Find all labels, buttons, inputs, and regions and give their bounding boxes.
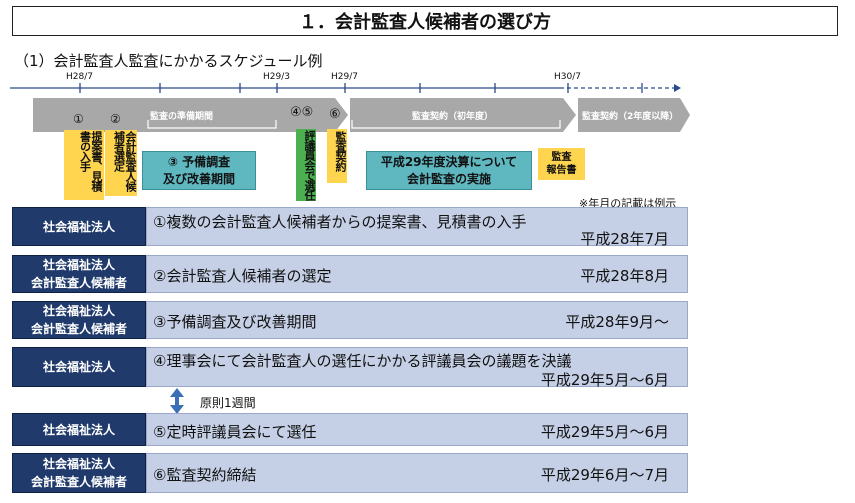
step-row-3-text: ③予備調査及び改善期間 [153, 313, 317, 331]
step-6-label: 監査契約 [334, 131, 347, 171]
date-label-h28-7: H28/7 [66, 72, 93, 82]
step-6-number: ⑥ [329, 107, 341, 122]
audit-execution-box: 平成29年度決算について 会計監査の実施 [366, 151, 532, 190]
step-row-6-date: 平成29年6月～7月 [540, 466, 669, 484]
step-row-6-text: ⑥監査契約締結 [153, 466, 257, 484]
prep-period-box: ③ 予備調査 及び改善期間 [142, 151, 256, 190]
step-1-label: 提案書、見積書の入手 [78, 131, 103, 191]
phase-label-prep: 監査の準備期間 [150, 112, 214, 122]
step-row-5-date: 平成29年5月～6月 [540, 423, 669, 441]
double-arrow-icon [170, 388, 184, 414]
step-45-label: 評議員会で選任 [303, 130, 316, 200]
timeline-arrowhead [674, 84, 681, 92]
step-row-5-text: ⑤定時評議員会にて選任 [153, 423, 317, 441]
step-45-number: ④⑤ [290, 105, 314, 120]
phase-arrow-first-year [350, 98, 576, 132]
step-row-1-date: 平成28年7月 [580, 230, 669, 248]
role-box-2: 社会福祉法人 会計監査人候補者 [12, 255, 146, 293]
example-note: ※年月の記載は例示 [579, 197, 677, 210]
role-box-1: 社会福祉法人 [12, 207, 146, 246]
step-2-label: 会計監査人候補者選定 [112, 131, 137, 191]
phase-label-later-years: 監査契約（2年度以降） [582, 112, 679, 122]
page-title: １．会計監査人候補者の選び方 [12, 6, 838, 36]
step-row-4-date: 平成29年5月～6月 [540, 371, 669, 389]
audit-report-box: 監査 報告書 [538, 148, 585, 180]
step-row-2: ②会計監査人候補者の選定 平成28年8月 [146, 255, 688, 293]
step-row-1: ①複数の会計監査人候補者からの提案書、見積書の入手 平成28年7月 [146, 207, 688, 248]
step-row-2-date: 平成28年8月 [580, 267, 669, 285]
date-label-h29-7: H29/7 [331, 72, 358, 82]
step-row-4-text: ④理事会にて会計監査人の選任にかかる評議員会の議題を決議 [153, 352, 572, 370]
step-2-number: ② [110, 112, 121, 126]
step-row-4: ④理事会にて会計監査人の選任にかかる評議員会の議題を決議 平成29年5月～6月 [146, 347, 688, 389]
phase-arrow-later-years [578, 98, 690, 132]
date-label-h29-3: H29/3 [263, 72, 290, 82]
phase-label-first-year: 監査契約（初年度） [412, 112, 494, 122]
step-row-6: ⑥監査契約締結 平成29年6月～7月 [146, 453, 688, 493]
step-row-5: ⑤定時評議員会にて選任 平成29年5月～6月 [146, 413, 688, 446]
timeline-ticks [79, 83, 643, 93]
step-row-3: ③予備調査及び改善期間 平成28年9月～ [146, 301, 688, 339]
schedule-subtitle: （1）会計監査人監査にかかるスケジュール例 [14, 52, 323, 70]
phase-arrow-prep [33, 98, 348, 132]
step-1-number: ① [73, 112, 84, 126]
date-label-h30-7: H30/7 [554, 72, 581, 82]
role-box-5: 社会福祉法人 [12, 413, 146, 446]
step-row-1-text: ①複数の会計監査人候補者からの提案書、見積書の入手 [153, 213, 527, 231]
role-box-4: 社会福祉法人 [12, 347, 146, 387]
role-box-6: 社会福祉法人 会計監査人候補者 [12, 453, 146, 493]
role-box-3: 社会福祉法人 会計監査人候補者 [12, 301, 146, 339]
step-row-2-text: ②会計監査人候補者の選定 [153, 267, 332, 285]
interval-note: 原則1週間 [200, 396, 256, 410]
step-row-3-date: 平成28年9月～ [565, 313, 669, 331]
